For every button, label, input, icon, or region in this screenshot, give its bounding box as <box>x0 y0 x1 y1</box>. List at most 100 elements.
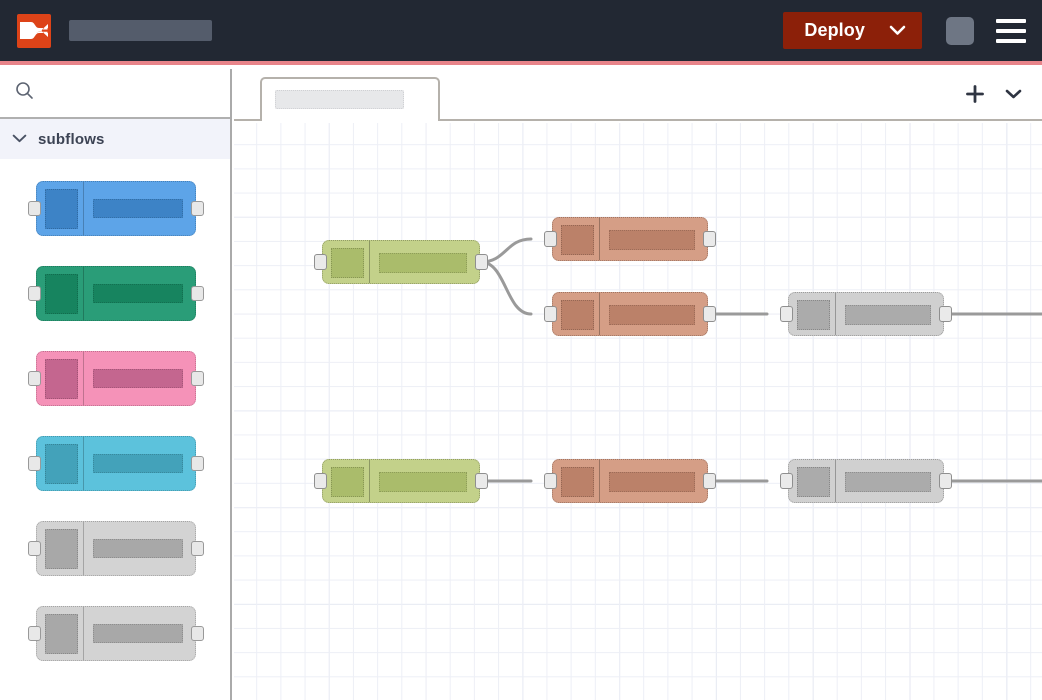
search-input[interactable] <box>42 85 212 101</box>
panel-toggle-icon[interactable] <box>946 16 974 45</box>
flow-node-body <box>322 240 480 284</box>
flow-node-divider <box>599 460 600 502</box>
palette-node-body <box>36 181 196 236</box>
flow-node-icon <box>561 300 594 330</box>
flow-node-label-placeholder <box>609 472 695 492</box>
palette-node-label-placeholder <box>93 199 183 218</box>
flow-node-icon <box>331 467 364 497</box>
palette-node-input-port[interactable] <box>28 371 41 386</box>
tab-active[interactable] <box>260 77 440 121</box>
deploy-button[interactable]: Deploy <box>783 12 922 49</box>
flow-tab-bar <box>234 69 1042 121</box>
flow-node-label-placeholder <box>379 253 467 273</box>
flow-node-icon <box>797 467 830 497</box>
flow-node-gray-bottom[interactable] <box>780 459 952 503</box>
chevron-down-icon[interactable] <box>12 130 27 148</box>
wire-green-to-salmon2[interactable] <box>479 260 533 316</box>
palette-node-list <box>0 159 230 661</box>
palette-node-output-port[interactable] <box>191 371 204 386</box>
palette-node-label-placeholder <box>93 539 183 558</box>
palette-node-divider <box>83 522 84 575</box>
flow-node-label-placeholder <box>609 305 695 325</box>
flow-node-green-bottom[interactable] <box>314 459 488 503</box>
palette-sidebar: subflows <box>0 69 232 700</box>
flow-node-icon <box>561 225 594 255</box>
palette-node-output-port[interactable] <box>191 201 204 216</box>
flow-node-divider <box>599 293 600 335</box>
flow-node-input-port[interactable] <box>314 473 327 489</box>
flow-node-salmon-top1[interactable] <box>544 217 716 261</box>
flow-node-output-port[interactable] <box>703 306 716 322</box>
flow-node-icon <box>561 467 594 497</box>
flow-node-input-port[interactable] <box>780 306 793 322</box>
flow-node-input-port[interactable] <box>780 473 793 489</box>
palette-node-output-port[interactable] <box>191 541 204 556</box>
hamburger-bar-3 <box>996 38 1026 43</box>
flow-node-body <box>322 459 480 503</box>
palette-node-4[interactable] <box>28 436 204 491</box>
palette-node-label-placeholder <box>93 284 183 303</box>
flow-node-body <box>552 459 708 503</box>
flow-node-divider <box>369 241 370 283</box>
palette-node-icon <box>45 614 78 654</box>
header-title-placeholder <box>69 20 212 41</box>
plus-icon[interactable] <box>964 83 986 105</box>
palette-node-output-port[interactable] <box>191 626 204 641</box>
flow-node-salmon-top2[interactable] <box>544 292 716 336</box>
palette-node-output-port[interactable] <box>191 286 204 301</box>
palette-node-output-port[interactable] <box>191 456 204 471</box>
palette-node-input-port[interactable] <box>28 456 41 471</box>
palette-node-icon <box>45 444 78 484</box>
palette-node-input-port[interactable] <box>28 201 41 216</box>
palette-node-divider <box>83 182 84 235</box>
flow-node-gray-top[interactable] <box>780 292 952 336</box>
node-red-logo-icon[interactable] <box>17 13 51 48</box>
flow-node-label-placeholder <box>845 305 931 325</box>
flow-node-output-port[interactable] <box>475 473 488 489</box>
tab-label-placeholder <box>275 90 404 109</box>
flow-canvas[interactable] <box>234 123 1042 700</box>
palette-node-body <box>36 606 196 661</box>
palette-node-icon <box>45 189 78 229</box>
chevron-down-icon[interactable] <box>1002 83 1024 105</box>
flow-node-output-port[interactable] <box>939 306 952 322</box>
palette-node-input-port[interactable] <box>28 626 41 641</box>
app-header: Deploy <box>0 0 1042 65</box>
palette-node-icon <box>45 359 78 399</box>
flow-node-body <box>788 459 944 503</box>
hamburger-bar-2 <box>996 28 1026 33</box>
search-icon <box>15 81 34 105</box>
flow-node-output-port[interactable] <box>939 473 952 489</box>
palette-node-icon <box>45 529 78 569</box>
flow-node-input-port[interactable] <box>544 473 557 489</box>
palette-node-body <box>36 351 196 406</box>
flow-node-input-port[interactable] <box>544 231 557 247</box>
palette-node-5[interactable] <box>28 521 204 576</box>
flow-node-icon <box>797 300 830 330</box>
palette-node-label-placeholder <box>93 454 183 473</box>
flow-node-output-port[interactable] <box>703 473 716 489</box>
flow-node-label-placeholder <box>609 230 695 250</box>
palette-node-input-port[interactable] <box>28 541 41 556</box>
sidebar-category-subflows[interactable]: subflows <box>0 119 230 159</box>
flow-node-output-port[interactable] <box>703 231 716 247</box>
palette-node-3[interactable] <box>28 351 204 406</box>
chevron-down-icon[interactable] <box>889 25 906 36</box>
palette-node-input-port[interactable] <box>28 286 41 301</box>
flow-node-label-placeholder <box>379 472 467 492</box>
hamburger-menu-icon[interactable] <box>996 18 1026 43</box>
flow-node-divider <box>369 460 370 502</box>
palette-node-label-placeholder <box>93 624 183 643</box>
wire-green-to-salmon1[interactable] <box>479 237 533 264</box>
sidebar-category-label: subflows <box>38 130 105 148</box>
palette-node-divider <box>83 437 84 490</box>
palette-node-2[interactable] <box>28 266 204 321</box>
palette-node-1[interactable] <box>28 181 204 236</box>
flow-node-green-top[interactable] <box>314 240 488 284</box>
flow-node-salmon-bottom[interactable] <box>544 459 716 503</box>
flow-node-input-port[interactable] <box>314 254 327 270</box>
palette-node-6[interactable] <box>28 606 204 661</box>
flow-node-input-port[interactable] <box>544 306 557 322</box>
flow-node-output-port[interactable] <box>475 254 488 270</box>
palette-search-row[interactable] <box>0 69 230 119</box>
